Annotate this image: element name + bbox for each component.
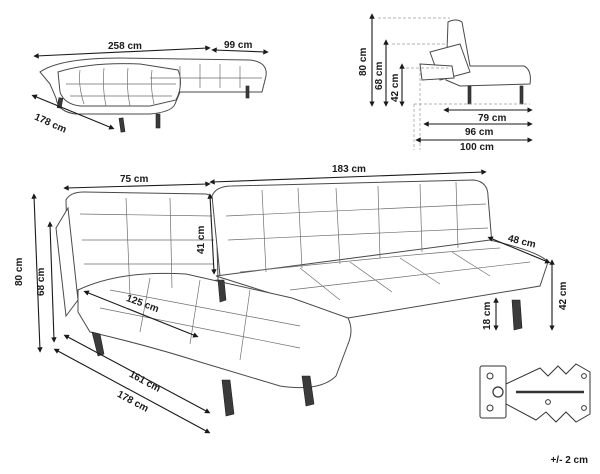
- label-side-depth-79: 79 cm: [478, 113, 506, 124]
- label-main-leg-height: 18 cm: [482, 302, 493, 330]
- overview-sofa-drawing: [39, 57, 267, 133]
- dim-arrow-main-height-80: [31, 193, 43, 353]
- label-main-back-height: 41 cm: [196, 226, 207, 254]
- label-side-depth-100: 100 cm: [460, 142, 494, 153]
- label-main-right-width: 183 cm: [332, 164, 366, 175]
- label-top-depth-right: 99 cm: [224, 40, 252, 51]
- label-top-width: 258 cm: [108, 41, 142, 52]
- label-main-height-80: 80 cm: [14, 258, 25, 286]
- label-top-depth-left: 178 cm: [33, 112, 69, 136]
- dim-arrow-top-depth-right: [211, 47, 269, 55]
- tolerance-note: +/- 2 cm: [550, 455, 588, 466]
- dim-arrow-top-width: [33, 45, 211, 59]
- label-main-seat-height: 42 cm: [558, 282, 569, 310]
- dim-arrow-main-left-width: [63, 181, 211, 191]
- label-side-height-total: 80 cm: [358, 48, 369, 76]
- dim-arrow-main-back-height: [207, 193, 217, 275]
- dim-arrow-main-chaise-width: [83, 290, 199, 338]
- mechanism-detail-icon: [479, 363, 591, 423]
- label-side-height-back: 68 cm: [374, 62, 385, 90]
- dim-arrow-main-height-68: [47, 221, 57, 343]
- dim-arrow-main-right-width: [209, 169, 487, 185]
- label-main-left-width: 75 cm: [120, 174, 148, 185]
- dim-arrow-main-arm-depth: [487, 236, 551, 264]
- dim-arrow-top-depth-left: [31, 94, 115, 130]
- label-main-depth-178: 178 cm: [115, 389, 150, 415]
- side-profile-drawing: [378, 17, 531, 150]
- dim-arrow-main-depth-178: [53, 348, 211, 434]
- label-side-depth-96: 96 cm: [465, 127, 493, 138]
- label-side-height-seat: 42 cm: [390, 74, 401, 102]
- label-main-height-68: 68 cm: [36, 268, 47, 296]
